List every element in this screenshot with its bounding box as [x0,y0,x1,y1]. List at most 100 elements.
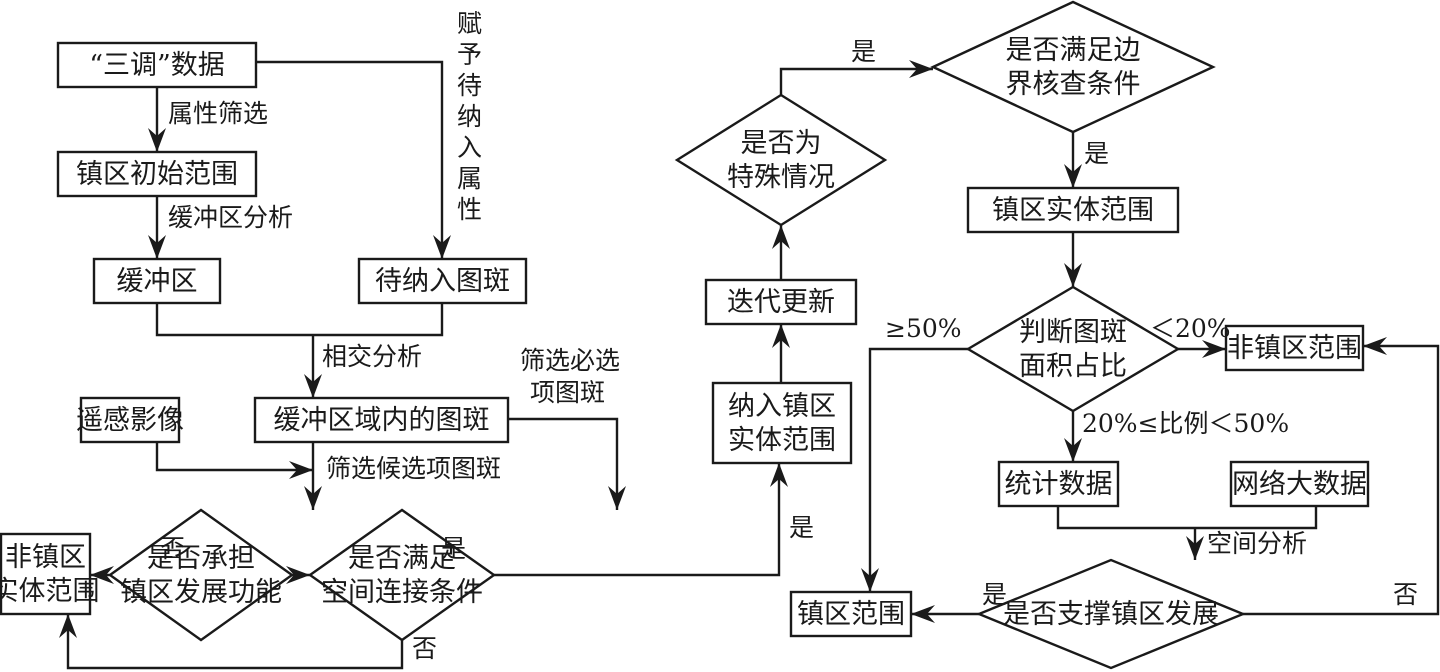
town-function-decision-text: 镇区发展功能 [120,577,282,608]
patches-in-buffer-box-shape [253,396,510,444]
label-connect-yes: 是 [789,513,814,542]
town-entity-range-box-text: 镇区实体范围 [992,195,1154,226]
edge-patches-to-function [304,442,322,510]
label-assign-attribute-char: 赋 [457,9,482,38]
edge-ratio-ge50 [861,347,968,592]
edge-sandiao-to-pending-line [256,60,444,259]
arrowhead-icon [289,461,313,479]
special-case-decision-text: 特殊情况 [727,162,835,193]
iterate-update-box-text: 迭代更新 [727,287,835,318]
support-town-decision-shape [975,558,1247,670]
edge-ratio-lt20 [1178,340,1226,358]
label-boundary-yes: 是 [1084,139,1109,168]
boundary-check-decision-text: 是否满足边 [1006,35,1141,66]
special-case-decision-text: 是否为 [741,128,822,159]
non-town-entity-range-box-text: 非镇区 [5,542,86,573]
arrowhead-icon [770,463,788,487]
remote-sensing-box-shape [79,396,181,444]
statistics-data-box-shape [997,460,1120,508]
edge-patches-to-connect-line [508,417,619,510]
edge-support-no [1243,337,1440,616]
label-filter-required-line: 项图斑 [530,378,605,407]
arrowhead-icon [304,374,322,398]
arrowhead-icon [861,568,879,592]
arrowhead-icon [911,605,935,623]
edge-function-no [90,566,114,584]
labels-layer: 属性筛选缓冲区分析赋予待纳入属性相交分析筛选必选项图斑筛选候选项图斑否是否是是是… [160,9,1418,663]
arrowhead-icon [90,566,114,584]
area-ratio-decision-text: 面积占比 [1019,351,1127,382]
spatial-connection-decision-text: 空间连接条件 [321,577,483,608]
buffer-box-shape [92,257,222,305]
web-big-data-box-shape [1229,460,1370,508]
edge-ratio-ge50-line [868,347,968,592]
edge-special-yes-line [779,67,933,95]
remote-sensing-box: 遥感影像 [76,396,184,444]
edge-merge-to-support [1186,528,1204,560]
label-filter-candidate: 筛选候选项图斑 [326,454,501,483]
arrowhead-icon [1363,337,1387,355]
label-intersect-analysis: 相交分析 [322,342,422,371]
patches-in-buffer-box-text: 缓冲区域内的图斑 [274,405,490,436]
arrowhead-icon [433,235,451,259]
label-function-no: 否 [160,534,185,563]
label-assign-attribute-char: 入 [457,133,482,162]
arrowhead-icon [1186,536,1204,560]
label-assign-attribute-char: 性 [457,195,482,224]
pending-patches-box: 待纳入图斑 [357,257,528,305]
initial-range-box-text: 镇区初始范围 [76,159,238,190]
edge-patches-to-connect [508,417,626,510]
include-entity-range-box-text: 纳入镇区 [728,391,836,422]
label-ratio-lt20: ＜20% [1150,314,1231,343]
initial-range-box-shape [56,150,258,198]
edge-stats-web-merge-line [1056,506,1318,530]
include-entity-range-box-text: 实体范围 [728,425,836,456]
edge-support-yes [911,605,979,623]
arrowhead-icon [1202,340,1226,358]
edge-ratio-between [1064,411,1082,462]
town-range-box-shape [789,590,913,638]
patches-in-buffer-box: 缓冲区域内的图斑 [253,396,510,444]
boundary-check-decision-shape [930,0,1216,134]
town-function-decision-text: 是否承担 [147,543,255,574]
arrowhead-icon [59,614,77,638]
iterate-update-box-shape [704,278,858,326]
edge-buffer-pending-merge-line [155,303,444,337]
special-case-decision-shape [674,93,888,227]
non-town-range-box: 非镇区范围 [1224,324,1365,372]
edge-connect-no [59,614,404,670]
arrowhead-icon [1064,263,1082,287]
sandiao-data-box: “三调”数据 [56,41,258,89]
non-town-entity-range-box-shape [0,532,92,616]
town-range-box: 镇区范围 [789,590,913,638]
town-range-box-text: 镇区范围 [797,599,905,630]
label-ratio-between: 20%≤比例＜50% [1082,409,1289,438]
label-filter-required-line: 筛选必选 [520,346,620,375]
edge-function-yes [286,566,310,584]
edge-sandiao-to-initial [148,87,166,152]
arrowhead-icon [148,235,166,259]
pending-patches-box-text: 待纳入图斑 [375,266,510,297]
label-assign-attribute-char: 纳 [457,102,482,131]
arrowhead-icon [909,60,933,78]
statistics-data-box: 统计数据 [997,460,1120,508]
non-town-range-box-text: 非镇区范围 [1227,333,1362,364]
remote-sensing-box-text: 遥感影像 [76,405,184,436]
sandiao-data-box-text: “三调”数据 [89,50,225,81]
area-ratio-decision-text: 判断图斑 [1019,317,1127,348]
include-entity-range-box-shape [711,381,853,465]
buffer-box-text: 缓冲区 [117,266,198,297]
edge-stats-web-merge [1056,506,1318,530]
town-entity-range-box: 镇区实体范围 [966,186,1180,234]
statistics-data-box-text: 统计数据 [1005,469,1113,500]
edge-initial-to-buffer [148,196,166,259]
label-connect-no: 否 [412,634,437,663]
edge-connect-no-line [66,614,404,670]
town-entity-range-box-shape [966,186,1180,234]
label-spatial-analysis: 空间分析 [1207,529,1307,558]
